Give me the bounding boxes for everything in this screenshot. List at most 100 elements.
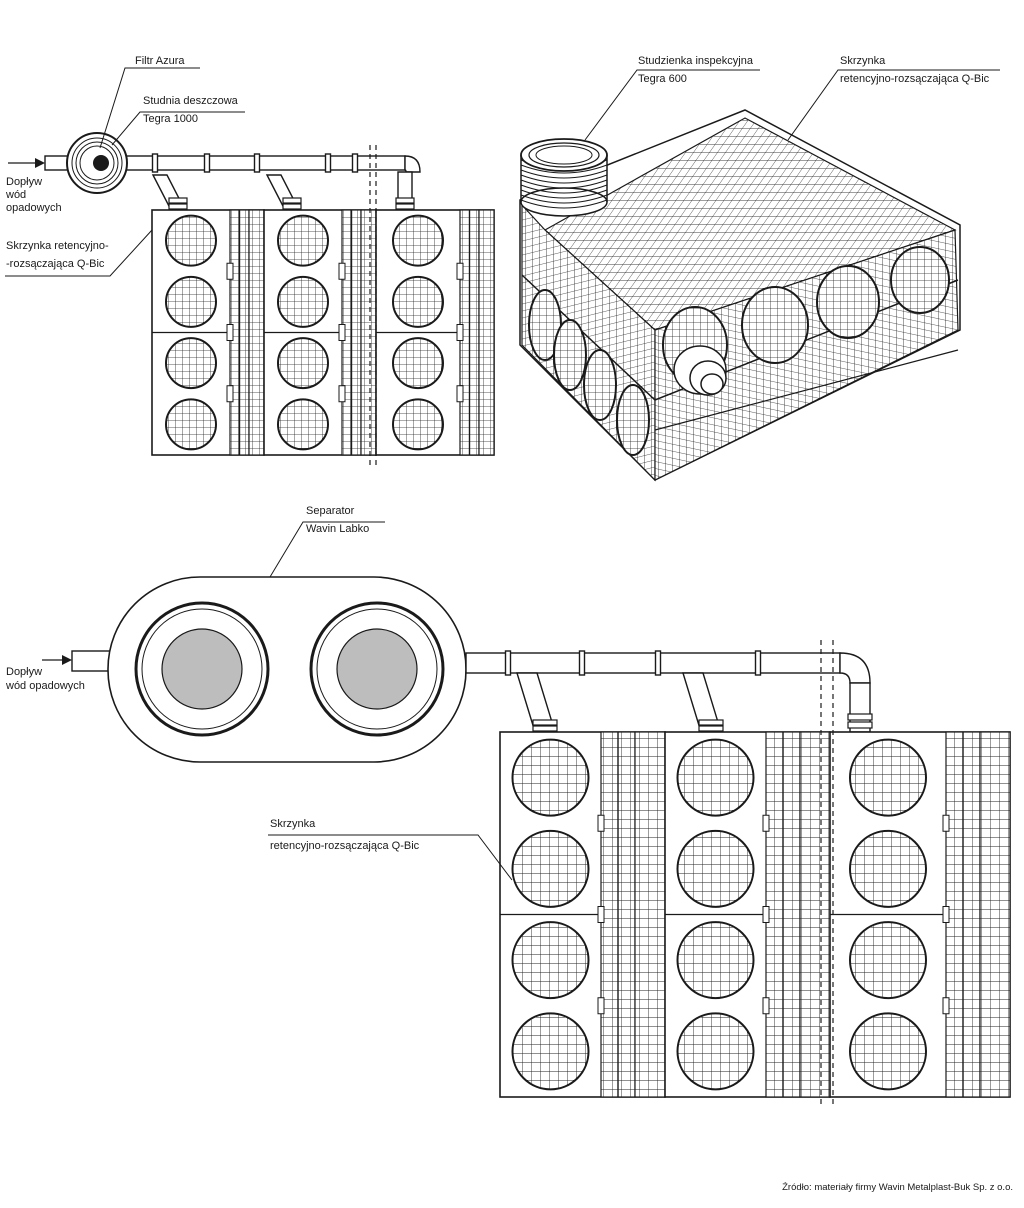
pipe-drop [516,672,558,733]
pipe-drop-ring [698,719,724,726]
module-clip [942,997,950,1015]
pipe-drop [682,672,724,733]
pipe-drop [151,174,188,211]
module-clip [456,385,464,403]
module-opening [165,275,217,328]
module-opening [165,398,217,451]
module-opening [165,337,217,390]
module-opening [392,398,444,451]
chamber-rib [520,174,608,184]
module-clip [762,997,770,1015]
chamber-rib [520,184,608,194]
leader-separator [269,521,385,578]
box-module [151,209,265,456]
pipe-coupling [654,650,662,676]
module-clip [942,814,950,832]
pipe-coupling [578,650,586,676]
label-box-line1: Skrzynka [270,818,316,830]
module-opening [676,1012,755,1091]
leader-well [111,111,245,146]
module-opening [277,275,329,328]
module-opening [277,214,329,267]
chamber-rib [520,164,608,174]
module-opening [676,738,755,817]
leader-box [5,229,153,277]
chamber-rib [520,169,608,179]
label-box-line1: Skrzynka retencyjno- [6,240,109,252]
inflow-arrow-head [35,158,45,168]
module-opening [392,275,444,328]
pipe-drop-ring [395,203,415,210]
module-opening [849,738,927,817]
pipe [124,155,406,171]
module-clip [597,997,605,1015]
module-strip [634,731,666,1098]
module-clip [226,385,234,403]
module-clip [338,262,346,280]
module-clip [762,814,770,832]
pipe [465,652,841,674]
pipe-elbow [839,652,871,684]
separator-core [161,628,243,710]
pipe-drop-ring [282,197,302,204]
module-opening [392,337,444,390]
label-inflow-line1: Dopływ [6,176,42,188]
label-chamber-line1: Studzienka inspekcyjna [638,55,754,67]
leader-box [268,834,513,881]
chamber-rib [520,194,608,204]
pipe-fitting [673,345,727,396]
label-well-line2: Tegra 1000 [143,113,198,125]
label-inflow-line2: wód opadowych [5,680,85,692]
module-strip [360,209,377,456]
box-seam-lower [654,349,959,431]
inflow-arrow-head [62,655,72,665]
pipe-drop-ring [532,719,558,726]
pipe-drop-ring [847,721,873,729]
separator-core [336,628,418,710]
box-module [375,209,495,456]
label-box-line1: Skrzynka [840,55,886,67]
label-inflow-line2: wód [5,189,26,201]
pipe-coupling [324,153,332,173]
module-clip [226,262,234,280]
chamber-rib [520,189,608,199]
module-clip [338,385,346,403]
label-filter: Filtr Azura [135,55,185,67]
module-strip [979,731,1011,1098]
label-box-line2: -rozsączająca Q-Bic [6,258,105,270]
filter-core [93,155,109,171]
box-module [263,209,377,456]
module-opening [165,214,217,267]
module-clip [597,906,605,923]
pipe-drop-ring [395,197,415,204]
pipe-elbow [404,155,421,173]
module-opening [392,214,444,267]
chamber-rib [520,199,608,209]
pipe-coupling [351,153,359,173]
module-opening [849,829,927,908]
inspection-chamber [520,138,608,217]
module-clip [762,906,770,923]
module-clip [226,324,234,341]
label-inflow-line1: Dopływ [6,666,42,678]
pipe-coupling [504,650,512,676]
module-clip [456,262,464,280]
diagram-isometric-box: Studzienka inspekcyjna Tegra 600 Skrzynk… [519,55,1000,482]
side-openings [528,289,650,456]
label-separator-line1: Separator [306,505,355,517]
module-opening [277,337,329,390]
module-strip [799,731,831,1098]
box-module [499,731,666,1098]
label-separator-line2: Wavin Labko [306,523,369,535]
module-clip [942,906,950,923]
pipe-drop-ring [532,725,558,732]
pipe-coupling [151,153,159,173]
module-strip [478,209,495,456]
pipe-drop [395,171,415,211]
box-module [829,731,1011,1098]
module-strip [248,209,265,456]
